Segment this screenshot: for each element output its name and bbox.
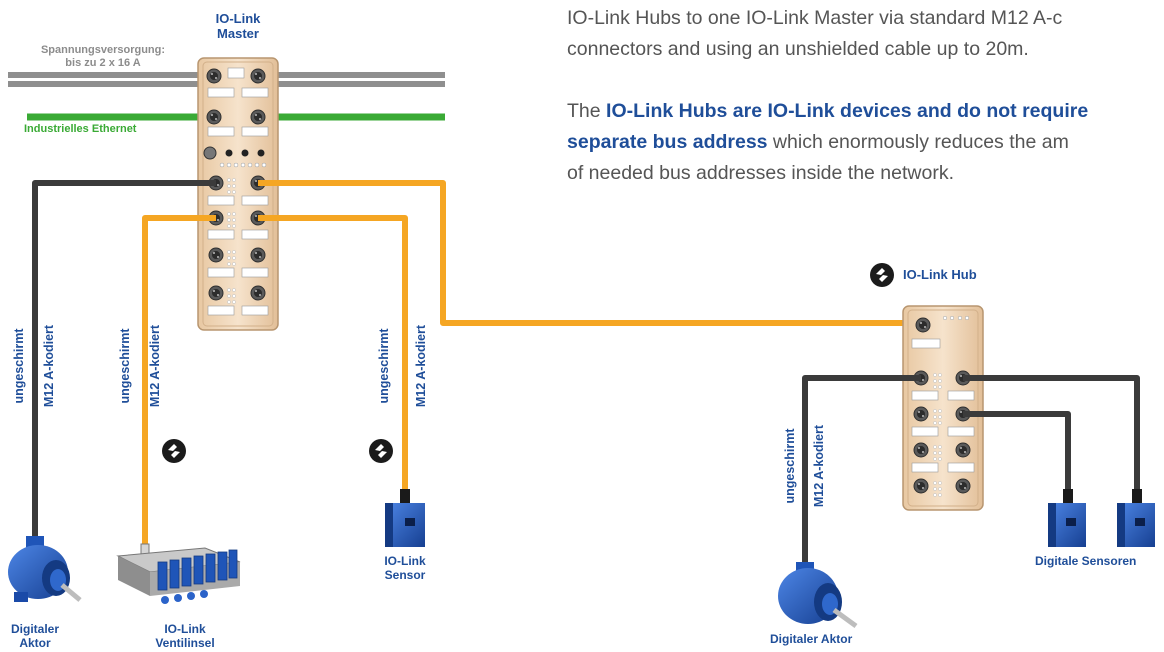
digital-sensors-label: Digitale Sensoren: [1035, 554, 1137, 568]
description-bold-2: separate bus address: [567, 131, 768, 153]
valve-island-label: IO-Link Ventilinsel: [140, 622, 230, 651]
power-label: Spannungsversorgung: bis zu 2 x 16 A: [18, 44, 188, 69]
m12-label-2: M12 A-kodiert: [148, 324, 162, 408]
digital-actor-label-line2: Aktor: [19, 635, 51, 650]
hub-label: IO-Link Hub: [903, 267, 977, 282]
cable-hub-to-sensor-right: [963, 375, 1140, 490]
master-label-line2: Master: [217, 25, 259, 41]
digital-sensor-right-icon: [1117, 489, 1155, 547]
hub-digital-actor-motor-icon: [778, 562, 858, 629]
unshielded-label-2: ungeschirmt: [118, 328, 132, 404]
iolink-sensor-label-line1: IO-Link: [384, 554, 426, 568]
cable-master-to-iolink-sensor: [258, 215, 408, 490]
m12-label-4: M12 A-kodiert: [812, 424, 826, 508]
master-label: IO-Link Master: [198, 11, 278, 42]
valve-island-label-line1: IO-Link: [164, 622, 206, 636]
master-label-line1: IO-Link: [215, 11, 261, 26]
iolink-logo-icon: [369, 439, 393, 463]
m12-label-1: M12 A-kodiert: [42, 324, 56, 408]
iolink-sensor-label-line2: Sensor: [384, 567, 426, 582]
digital-actor-label-line1: Digitaler: [10, 622, 59, 636]
iolink-sensor-icon: [385, 489, 425, 547]
iolink-logo-icon: [162, 439, 186, 463]
description-pre: The: [567, 100, 607, 122]
valve-island-label-line2: Ventilinsel: [155, 635, 215, 650]
ethernet-label: Industrielles Ethernet: [24, 123, 137, 135]
iolink-sensor-label: IO-Link Sensor: [370, 554, 440, 583]
power-label-line1: Spannungsversorgung:: [40, 44, 166, 56]
cable-master-to-digital-actor: [32, 180, 216, 548]
description-line-3: The IO-Link Hubs are IO-Link devices and…: [567, 98, 1088, 124]
m12-label-3: M12 A-kodiert: [414, 324, 428, 408]
power-label-line2: bis zu 2 x 16 A: [65, 56, 141, 69]
cable-hub-to-sensor-left: [963, 411, 1071, 490]
cable-hub-to-digital-actor: [802, 375, 921, 568]
unshielded-label-4: ungeschirmt: [783, 428, 797, 504]
hub-digital-actor-label: Digitaler Aktor: [770, 632, 853, 646]
description-rest: which enormously reduces the am: [767, 131, 1069, 153]
io-link-hub-module: [902, 305, 984, 511]
digital-actor-label: Digitaler Aktor: [0, 622, 70, 651]
description-line-5: of needed bus addresses inside the netwo…: [567, 162, 955, 184]
description-line-2: connectors and using an unshielded cable…: [567, 38, 1029, 60]
digital-sensor-left-icon: [1048, 489, 1086, 547]
description-bold-1: IO-Link Hubs are IO-Link devices and do …: [606, 100, 1089, 122]
description-line-1: IO-Link Hubs to one IO-Link Master via s…: [567, 7, 1063, 29]
io-link-master-module: [197, 57, 279, 331]
digital-actor-motor-icon: [8, 536, 82, 602]
iolink-logo-icon: [870, 263, 894, 287]
unshielded-label-3: ungeschirmt: [377, 328, 391, 404]
cable-master-to-valve-island: [142, 215, 216, 548]
unshielded-label-1: ungeschirmt: [12, 328, 26, 404]
description-line-4: separate bus address which enormously re…: [567, 129, 1069, 155]
valve-island-icon: [116, 543, 241, 604]
cable-master-to-hub: [258, 180, 920, 326]
